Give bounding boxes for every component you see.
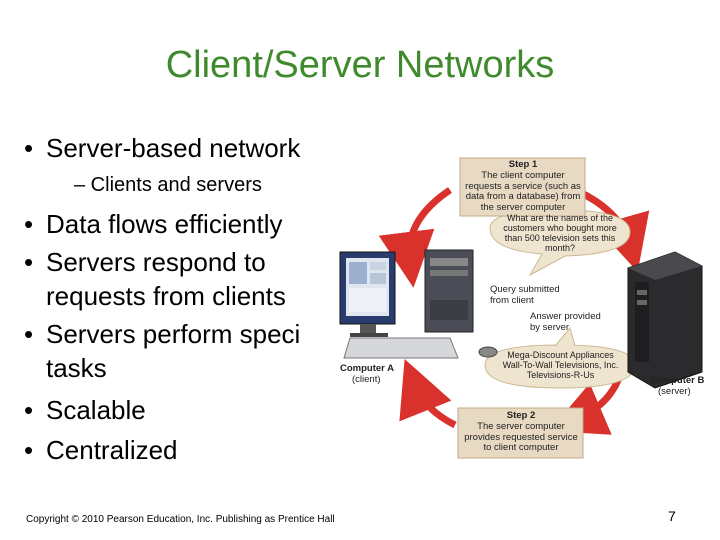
step2-box [457,407,584,459]
bullet-continuation: tasks [46,353,107,383]
bullet-item: • Servers perform speci [24,318,301,350]
bullet-item: • Servers respond to [24,246,266,278]
step1-text: The client computer requests a service (… [465,170,581,213]
computer-a-label: Computer A [340,363,395,374]
sub-bullet-item: – Clients and servers [74,174,262,196]
step2-title: Step 2 [506,410,536,421]
bullet-text: Server-based network [46,133,301,163]
step1-box [459,157,586,217]
answer-label: Answer provided by server [530,311,601,333]
figure-graphics [339,157,703,459]
bullet-continuation: requests from clients [46,281,286,311]
cycle-arrow-top [378,187,452,288]
bullet-item: • Server-based network [24,132,301,164]
bullet-marker: • [24,395,34,425]
answer-text: Mega-Discount Appliances Wall-To-Wall Te… [502,350,619,380]
bullet-item: • Data flows efficiently [24,208,283,240]
client-server-figure: Step 1 The client computer requests a se… [330,150,715,475]
page-number: 7 [668,508,676,524]
bullet-marker: • [24,133,34,163]
slide-title: Client/Server Networks [165,44,555,86]
step2-text: The server computer provides requested s… [464,421,578,453]
step1-title: Step 1 [508,159,538,170]
client-computer-icon [339,249,498,359]
bullet-marker: • [24,435,34,465]
bullet-marker: • [24,209,34,239]
bullet-text: Scalable [46,395,146,425]
computer-b-sub: (server) [658,386,691,397]
bullet-text: Servers respond to [46,247,266,277]
computer-a-sub: (client) [352,374,381,385]
query-text: What are the names of the customers who … [503,213,617,253]
bullet-marker: • [24,319,34,349]
cycle-arrow-bottom-left [399,359,457,429]
server-computer-icon [627,251,703,389]
bullet-item: • Centralized [24,434,178,466]
query-label: Query submitted from client [490,284,560,306]
bullet-text: Centralized [46,435,178,465]
bullet-item: • Scalable [24,394,146,426]
bullet-text: Servers perform speci [46,319,301,349]
bullet-text: Data flows efficiently [46,209,283,239]
copyright-footer: Copyright © 2010 Pearson Education, Inc.… [26,514,335,525]
bullet-marker: • [24,247,34,277]
computer-b-label: Computer B [650,375,705,386]
